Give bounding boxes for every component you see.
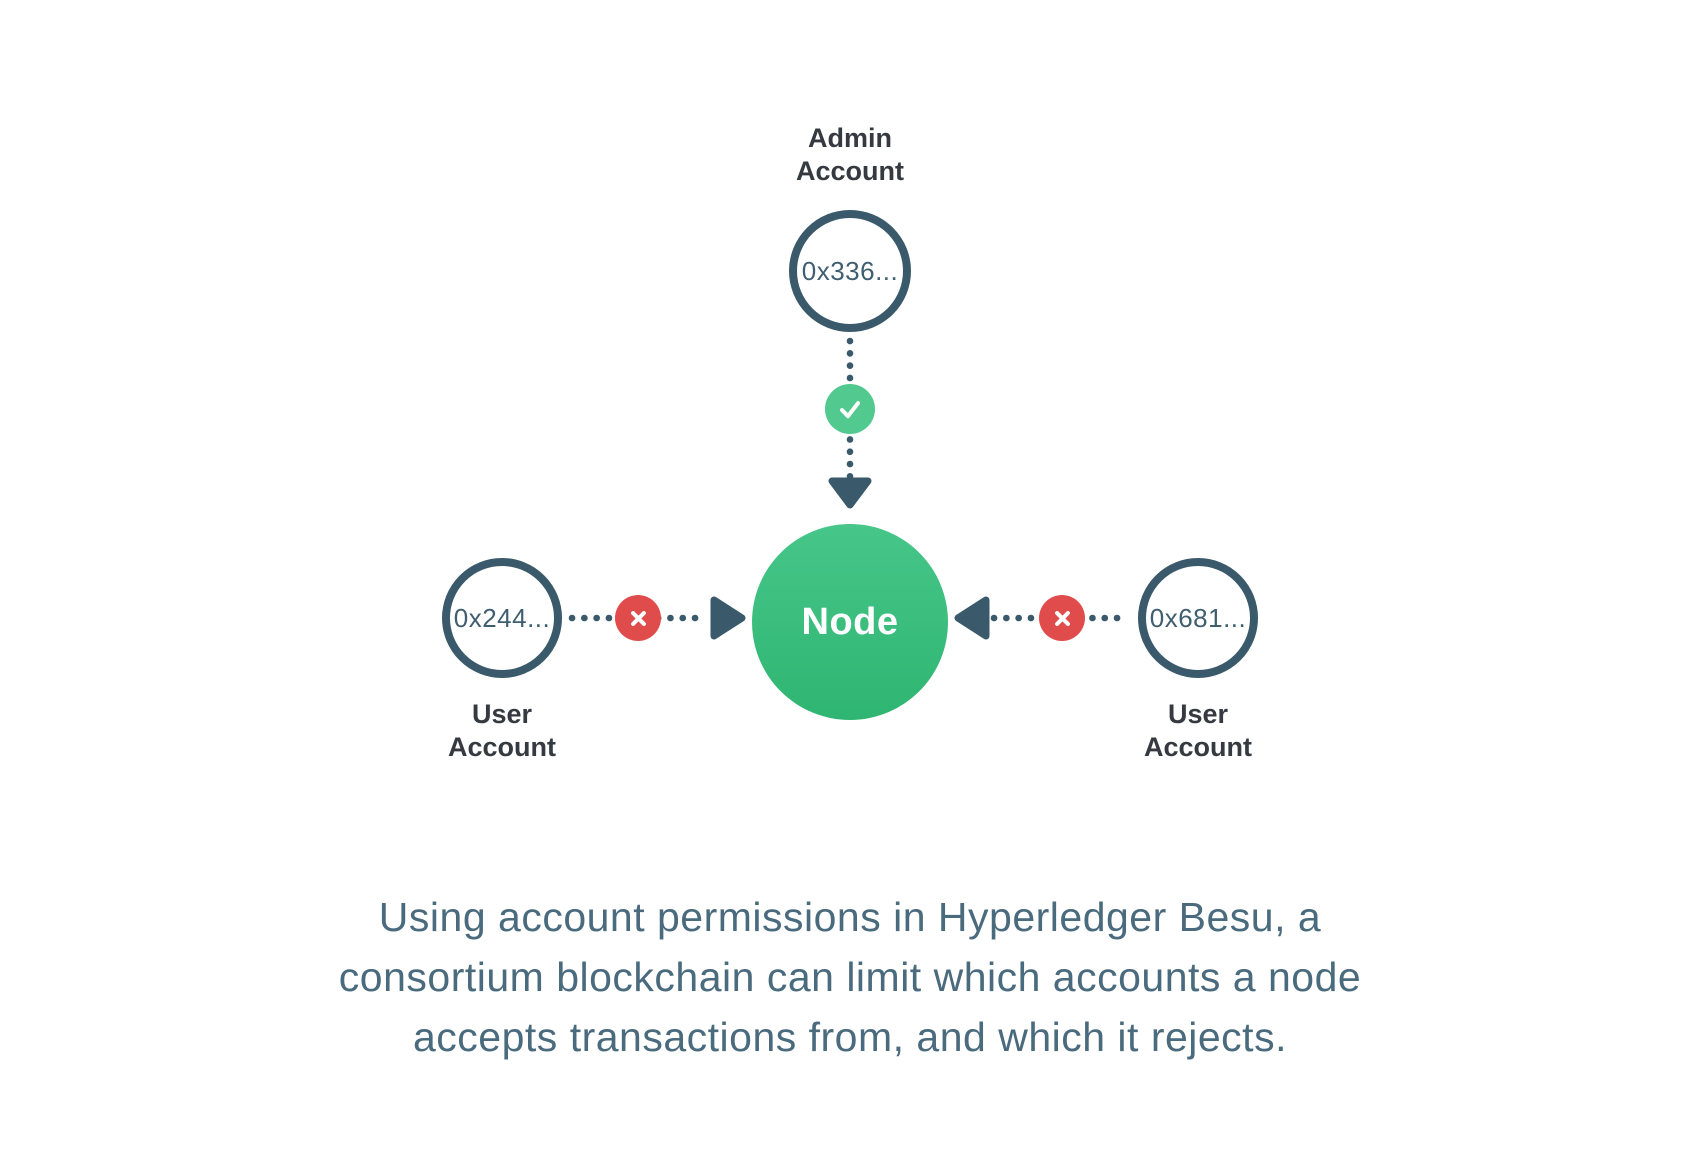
- deny-badge-left: [615, 595, 661, 641]
- left-user-account-address: 0x244...: [453, 602, 551, 633]
- node-label: Node: [801, 600, 899, 643]
- right-user-account-address: 0x681...: [1149, 602, 1247, 633]
- caption: Using account permissions in Hyperledger…: [220, 887, 1480, 1067]
- caption-line-3: accepts transactions from, and which it …: [413, 1014, 1287, 1060]
- left-user-account-label: User Account: [448, 699, 556, 762]
- caption-line-1: Using account permissions in Hyperledger…: [378, 894, 1322, 940]
- admin-account-circle: 0x336...: [789, 210, 911, 332]
- arrow-left-icon: [954, 596, 990, 640]
- allow-badge: [825, 384, 875, 434]
- x-icon: [1054, 610, 1070, 626]
- arrow-down-icon: [828, 477, 872, 509]
- node-circle: Node: [752, 524, 948, 720]
- arrow-right-icon: [710, 596, 746, 640]
- deny-badge-right: [1039, 595, 1085, 641]
- admin-account-label: Admin Account: [796, 123, 904, 186]
- admin-account-address: 0x336...: [801, 255, 899, 286]
- check-icon: [840, 401, 860, 419]
- right-user-account-label: User Account: [1144, 699, 1252, 762]
- x-icon: [630, 610, 646, 626]
- left-user-account-circle: 0x244...: [442, 558, 562, 678]
- caption-line-2: consortium blockchain can limit which ac…: [338, 954, 1362, 1000]
- right-user-account-circle: 0x681...: [1138, 558, 1258, 678]
